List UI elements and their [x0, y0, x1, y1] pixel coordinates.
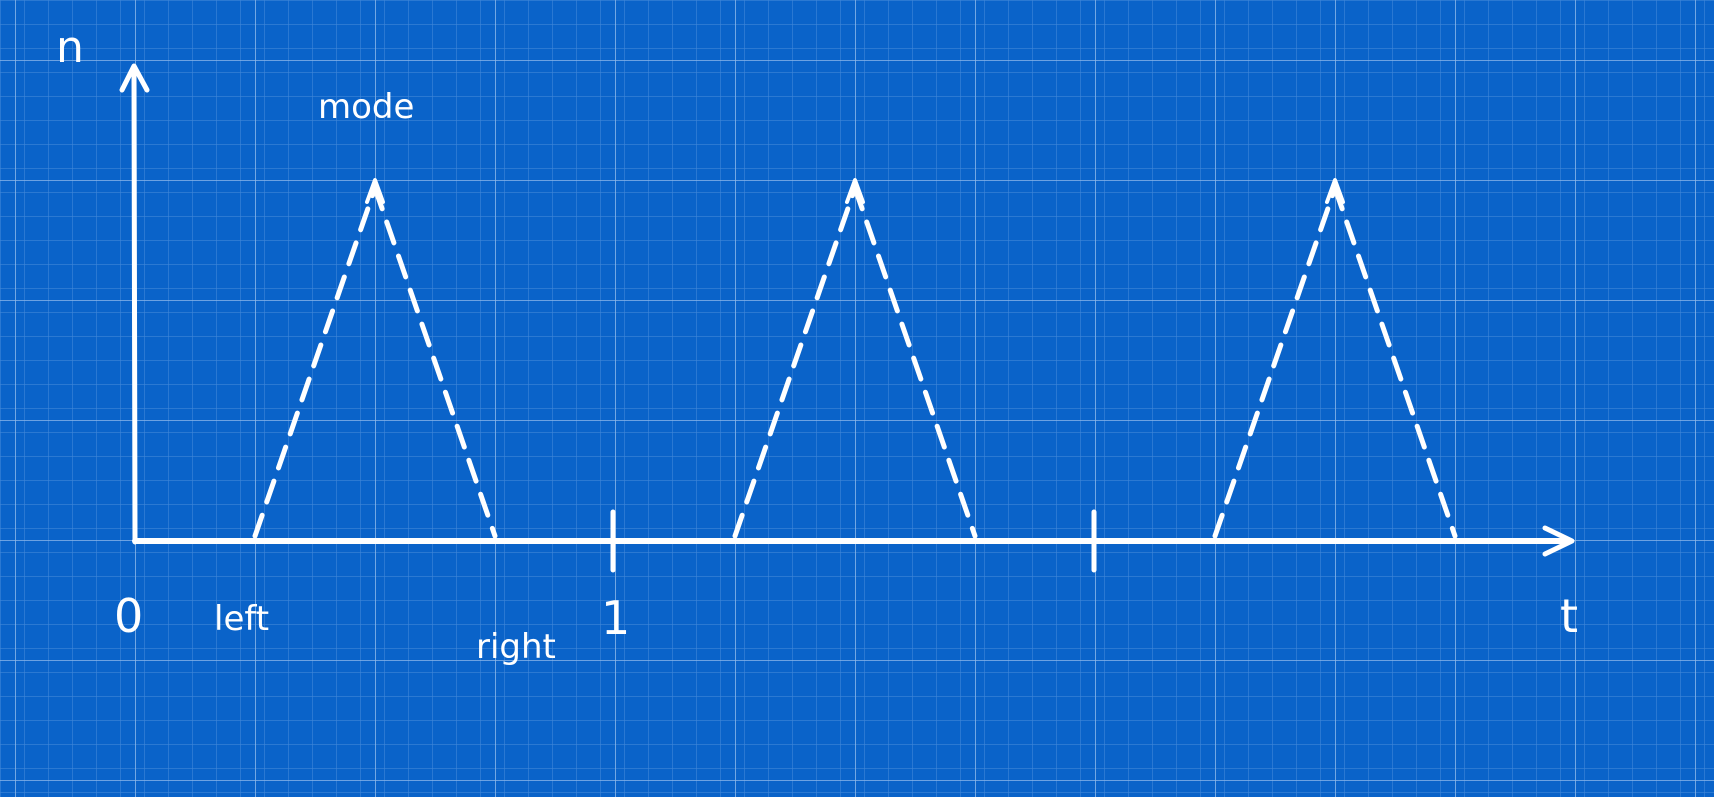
- y-axis-line: [131, 67, 138, 545]
- peak-1-apex: [365, 178, 385, 204]
- y-axis-arrowhead: [119, 63, 150, 93]
- peak-2-rising-edge: [732, 185, 858, 539]
- peak-1-falling-edge: [372, 185, 498, 539]
- peak-2: [732, 178, 978, 539]
- peak-1: [252, 178, 498, 539]
- left-label: left: [214, 599, 269, 639]
- peak-3-rising-edge: [1212, 185, 1338, 539]
- peak-3-apex: [1325, 178, 1345, 204]
- peak-2-falling-edge: [852, 185, 978, 539]
- x-axis-arrowhead: [1542, 525, 1575, 557]
- origin-label: 0: [114, 589, 143, 643]
- peak-2-apex: [845, 178, 865, 204]
- mode-label: mode: [318, 87, 414, 127]
- y-axis-label: n: [56, 22, 84, 73]
- peak-3: [1212, 178, 1458, 539]
- peak-1-rising-edge: [252, 185, 378, 539]
- right-label: right: [476, 627, 556, 667]
- tick-label-1: 1: [601, 591, 630, 645]
- peaks-layer: [252, 178, 1458, 539]
- x-axis-label: t: [1560, 589, 1578, 643]
- peak-3-falling-edge: [1332, 185, 1458, 539]
